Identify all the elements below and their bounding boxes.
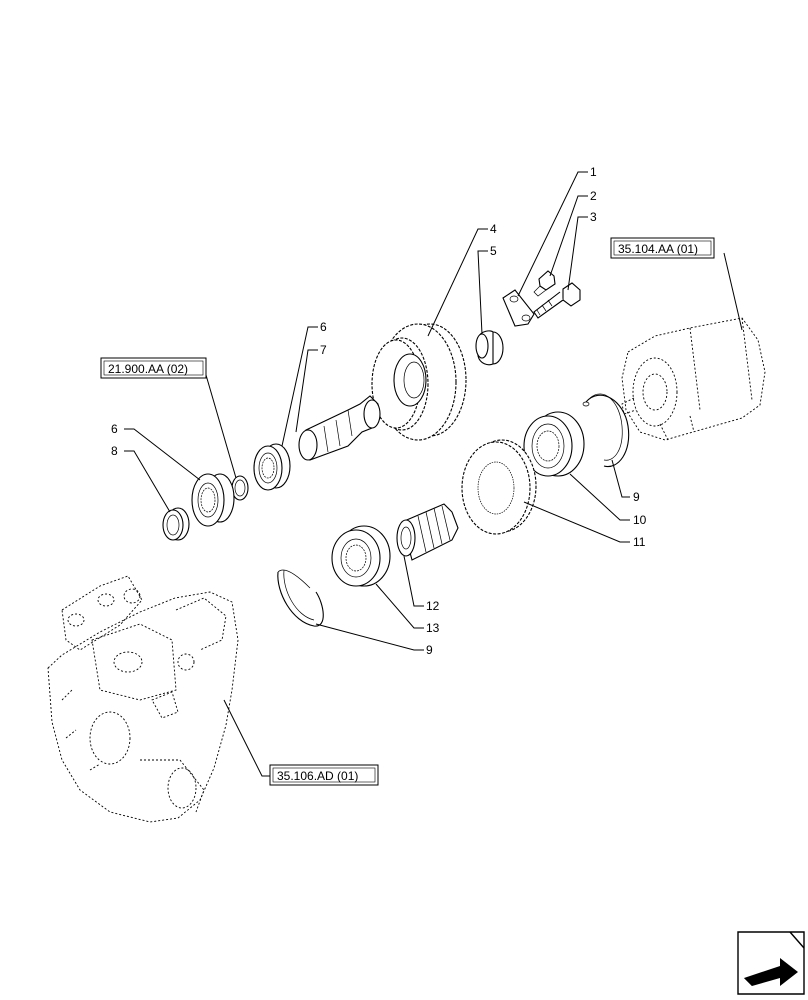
part-double-gear: [371, 323, 467, 441]
part-bearing-right: [523, 411, 585, 477]
part-snap-ring-upper: [582, 393, 630, 468]
part-plate: [502, 289, 535, 327]
callout-3: 3: [590, 210, 597, 224]
part-splined-sleeve: [396, 503, 459, 561]
callout-7: 7: [320, 343, 327, 357]
transmission-housing-drawing: [47, 575, 239, 823]
callout-6-lower: 6: [111, 422, 118, 436]
ref-box-hydraulic-pump[interactable]: 35.104.AA (01): [610, 237, 715, 259]
ref-label-bearing[interactable]: 21.900.AA (02): [108, 362, 188, 376]
part-shaft: [298, 395, 381, 461]
callout-11: 11: [633, 535, 646, 549]
callout-9-lower: 9: [426, 643, 433, 657]
callout-5: 5: [490, 244, 497, 258]
part-long-bolt: [533, 282, 581, 319]
part-spacer: [475, 330, 504, 366]
callout-6-upper: 6: [320, 320, 327, 334]
callout-9-upper: 9: [633, 490, 640, 504]
part-gear: [461, 439, 537, 535]
part-snap-ring-lower: [277, 569, 324, 627]
callout-10: 10: [633, 513, 647, 527]
callout-labels: 1 2 3 4 5 6 7 6 8 9 10 11 12 13 9: [111, 165, 647, 657]
part-cup-ring: [162, 507, 190, 541]
callout-12: 12: [426, 599, 440, 613]
callout-4: 4: [490, 222, 497, 236]
ref-label-hydraulic-pump[interactable]: 35.104.AA (01): [618, 242, 698, 256]
ref-box-housing[interactable]: 35.106.AD (01): [269, 764, 379, 786]
part-small-bolt: [533, 270, 556, 297]
ref-box-bearing[interactable]: 21.900.AA (02): [100, 357, 207, 379]
callout-13: 13: [426, 621, 440, 635]
part-bearing-lower: [191, 473, 235, 527]
part-bearing-bottom: [331, 525, 391, 587]
ref-label-housing[interactable]: 35.106.AD (01): [277, 769, 358, 783]
callout-8: 8: [111, 444, 118, 458]
part-bearing-upper: [253, 443, 291, 491]
hydraulic-pump-drawing: [621, 317, 766, 441]
next-page-arrow-icon[interactable]: [737, 931, 805, 995]
leader-lines: [124, 171, 743, 777]
callout-2: 2: [590, 189, 597, 203]
callout-1: 1: [590, 165, 597, 179]
